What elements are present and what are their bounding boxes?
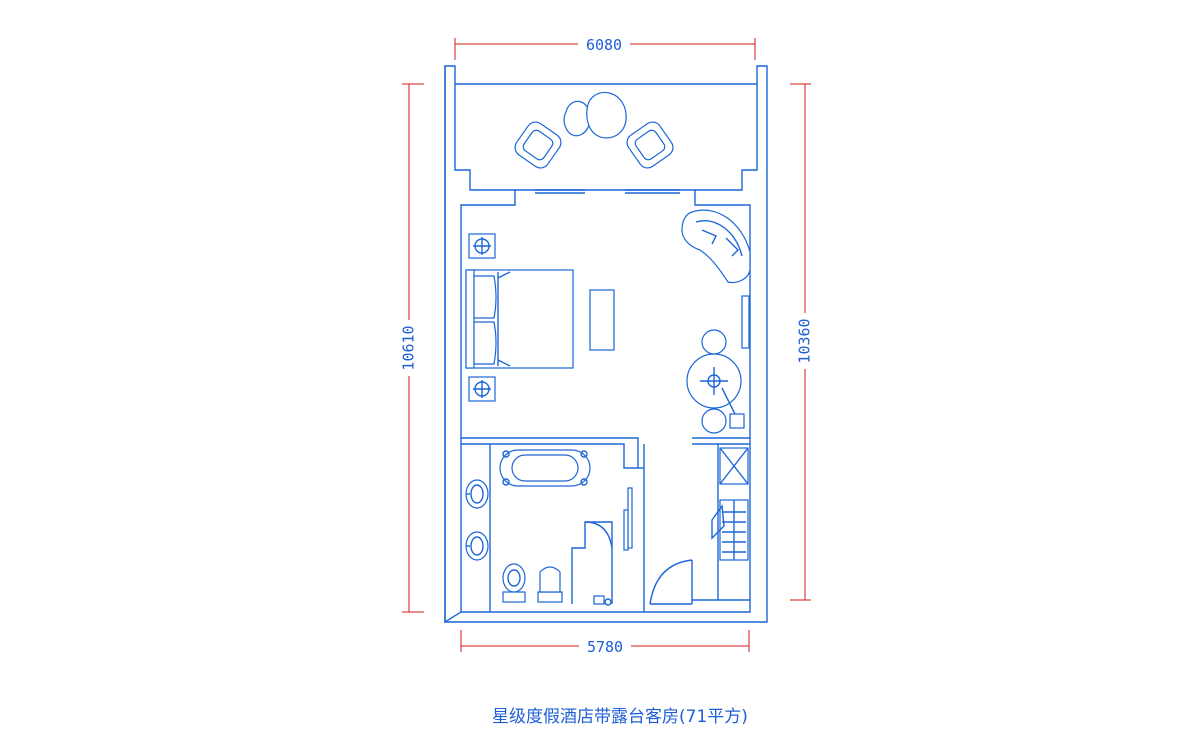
shower-valve: [593, 595, 612, 606]
plan-caption: 星级度假酒店带露台客房(71平方): [492, 707, 748, 727]
entry-wall: [692, 437, 750, 601]
shower-door: [584, 521, 613, 549]
washbasin-bottom: [465, 531, 489, 561]
dimension-top: 6080: [454, 35, 756, 60]
bottom-width-label: 5780: [587, 638, 623, 656]
washbasin-top: [465, 479, 489, 509]
bathroom-walls: [461, 437, 645, 612]
minibar-cabinet: [719, 447, 749, 485]
bench: [589, 289, 615, 351]
outer-walls: [444, 65, 768, 624]
dimension-right: 10360: [790, 83, 815, 601]
bidet: [537, 566, 563, 603]
right-height-label: 10360: [796, 318, 814, 363]
bathtub: [499, 449, 591, 487]
toilet: [502, 563, 526, 603]
terrace-armchair-left: [514, 121, 562, 169]
wall-tv: [741, 295, 750, 349]
dining-set: [686, 329, 745, 434]
wardrobe: [711, 499, 749, 561]
left-height-label: 10610: [400, 325, 418, 370]
top-width-label: 6080: [586, 36, 622, 54]
lounge-sofa: [681, 209, 751, 284]
double-bed: [465, 269, 574, 369]
entry-door: [649, 559, 693, 605]
dimension-bottom: 5780: [460, 630, 750, 656]
dimension-left: 10610: [399, 83, 424, 613]
nightstand-bottom: [468, 376, 496, 402]
nightstand-top: [468, 233, 496, 259]
terrace-side-table-large: [586, 91, 627, 139]
terrace-side-table-small: [563, 100, 591, 137]
terrace-armchair-right: [626, 121, 674, 169]
